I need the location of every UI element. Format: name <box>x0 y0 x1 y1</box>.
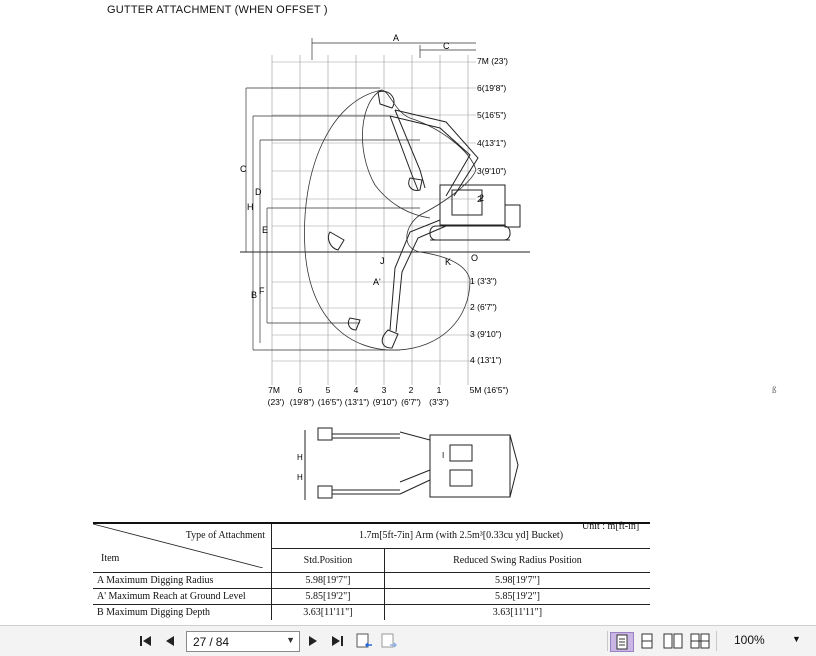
reach-tick-4: 4 <box>354 385 359 395</box>
first-page-icon <box>140 636 151 646</box>
page-title: GUTTER ATTACHMENT (WHEN OFFSET ) <box>107 4 328 16</box>
margin-mark: ß <box>772 385 777 395</box>
label-d: D <box>255 187 262 197</box>
label-o: O <box>471 253 478 263</box>
next-page-icon <box>309 636 317 646</box>
current-page[interactable]: 27 <box>193 634 207 649</box>
continuous-facing-view-button[interactable] <box>689 632 711 650</box>
page-number-field[interactable]: 27 / 84 ▼ <box>186 631 300 652</box>
table-row: A' Maximum Reach at Ground Level 5.85[19… <box>93 588 650 605</box>
continuous-facing-icon <box>690 633 710 649</box>
facing-view-button[interactable] <box>662 632 684 650</box>
label-h: H <box>247 202 254 212</box>
zoom-level[interactable]: 100% <box>734 633 765 647</box>
depth-tick-4: 4 (13'1") <box>470 355 502 365</box>
header-item: Item <box>101 553 120 564</box>
height-tick-5: 5(16'5") <box>477 110 506 120</box>
depth-tick-2: 2 (6'7") <box>470 302 497 312</box>
document-page: GUTTER ATTACHMENT (WHEN OFFSET ) <box>93 4 777 620</box>
zoom-dropdown-icon[interactable]: ▼ <box>792 634 801 644</box>
first-page-button[interactable] <box>138 632 154 650</box>
specification-table: Type of Attachment Item 1.7m[5ft-7in] Ar… <box>93 521 650 620</box>
depth-tick-1: 1 (3'3") <box>470 276 497 286</box>
reach-tick-5m: 5M (16'5") <box>470 385 509 395</box>
reach-tick-4-ft: (13'1") <box>345 397 370 407</box>
single-page-view-button[interactable] <box>610 632 634 652</box>
reach-tick-5: 5 <box>326 385 331 395</box>
table-row: A Maximum Digging Radius 5.98[19'7"] 5.9… <box>93 572 650 589</box>
go-forward-view-icon <box>381 633 398 648</box>
label-c: C <box>443 41 450 51</box>
reach-tick-6-ft: (19'8") <box>290 397 315 407</box>
reach-tick-3-ft: (9'10") <box>373 397 398 407</box>
label-k: K <box>445 257 451 267</box>
height-tick-7m: 7M (23') <box>477 56 508 66</box>
label-e: E <box>262 225 268 235</box>
continuous-page-icon <box>641 633 653 649</box>
header-attachment: 1.7m[5ft-7in] Arm (with 2.5m³[0.33cu yd]… <box>271 521 650 549</box>
label-f: F <box>259 286 265 296</box>
height-tick-2: 2 <box>477 194 482 204</box>
page-separator: / <box>209 634 213 649</box>
reach-tick-2: 2 <box>409 385 414 395</box>
last-page-icon <box>332 636 343 646</box>
reach-tick-2-ft: (6'7") <box>401 397 421 407</box>
plan-view-diagram: H H I <box>297 427 519 500</box>
total-pages: 84 <box>215 634 230 649</box>
header-reduced-swing: Reduced Swing Radius Position <box>384 547 650 573</box>
go-forward-button[interactable] <box>380 632 400 650</box>
reach-tick-5-ft: (16'5") <box>318 397 343 407</box>
reach-tick-6: 6 <box>298 385 303 395</box>
single-page-icon <box>616 634 628 650</box>
reach-tick-3: 3 <box>382 385 387 395</box>
label-b: B <box>251 290 257 300</box>
reach-tick-7m-ft: (23') <box>268 397 285 407</box>
previous-page-icon <box>166 636 174 646</box>
header-std-position: Std.Position <box>271 547 385 573</box>
label-a: A <box>393 33 399 43</box>
reach-tick-7m: 7M <box>268 385 280 395</box>
last-page-button[interactable] <box>329 632 345 650</box>
height-tick-4: 4(13'1") <box>477 138 506 148</box>
table-row: B Maximum Digging Depth 3.63[11'11"] 3.6… <box>93 604 650 620</box>
height-tick-6: 6(19'8") <box>477 83 506 93</box>
plan-label-h2: H <box>297 473 303 482</box>
working-range-diagram: 2 A C C H D E B F J K O A' 7M (23') 6(19… <box>240 33 530 407</box>
table-header-corner: Type of Attachment Item <box>93 522 272 573</box>
plan-label-h1: H <box>297 453 303 462</box>
reach-tick-1-ft: (3'3") <box>429 397 449 407</box>
page-dropdown-icon[interactable]: ▼ <box>286 635 295 645</box>
label-c-left: C <box>240 164 247 174</box>
viewer-toolbar: 27 / 84 ▼ 100% ▼ <box>0 625 816 656</box>
label-a-prime: A' <box>373 277 381 287</box>
svg-text:2: 2 <box>479 193 484 203</box>
go-back-button[interactable] <box>355 632 375 650</box>
plan-label-i: I <box>442 451 444 460</box>
facing-pages-icon <box>663 633 683 649</box>
label-j: J <box>380 256 385 266</box>
go-back-view-icon <box>356 633 372 648</box>
reach-tick-1: 1 <box>437 385 442 395</box>
continuous-view-button[interactable] <box>637 632 657 650</box>
header-type-of-attachment: Type of Attachment <box>185 530 265 541</box>
previous-page-button[interactable] <box>162 632 178 650</box>
next-page-button[interactable] <box>305 632 321 650</box>
height-tick-3: 3(9'10") <box>477 166 506 176</box>
depth-tick-3: 3 (9'10") <box>470 329 502 339</box>
